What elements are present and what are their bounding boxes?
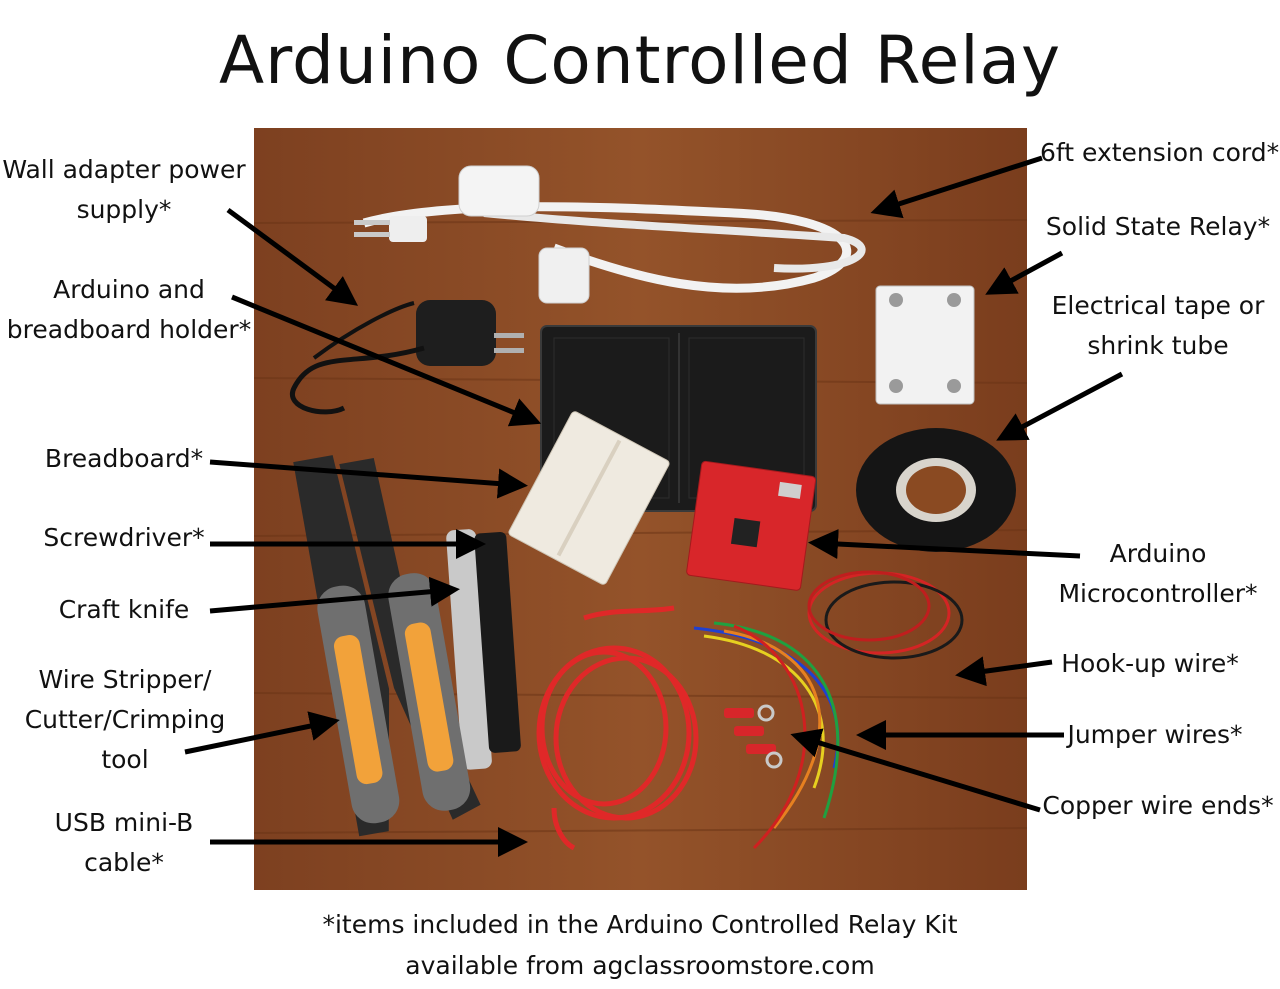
label-craft-knife: Craft knife [58, 595, 190, 624]
label-hookup-wire: Hook-up wire* [1061, 649, 1239, 678]
label-extension-cord: 6ft extension cord* [1040, 138, 1280, 167]
solid-state-relay [875, 285, 975, 405]
arrow-extension-cord [870, 155, 1043, 219]
arrow-copper-ends [790, 728, 1041, 813]
jumper-wires [693, 621, 840, 850]
arrow-wall-adapter [226, 207, 359, 306]
arrow-wire-stripper [184, 711, 340, 755]
arrow-craft-knife [209, 576, 460, 614]
label-copper-ends: Copper wire ends* [1042, 791, 1274, 820]
arrow-relay [985, 250, 1064, 295]
hookup-wire [807, 570, 964, 660]
label-jumper-wires: Jumper wires* [1067, 720, 1243, 749]
arrow-tape [996, 371, 1124, 441]
footnote: *items included in the Arduino Controlle… [322, 910, 958, 980]
arrow-holder [231, 294, 542, 427]
label-wire-stripper: Wire Stripper/ Cutter/Crimping tool [24, 665, 226, 774]
arrow-microcontroller [808, 529, 1081, 559]
wire-stripper [293, 455, 481, 837]
label-wall-adapter: Wall adapter power supply* [2, 155, 246, 224]
arrow-breadboard [209, 459, 528, 499]
label-holder: Arduino and breadboard holder* [6, 275, 252, 344]
label-breadboard: Breadboard* [44, 444, 204, 473]
copper-wire-ends [724, 704, 783, 769]
extension-cord [354, 165, 866, 304]
label-screwdriver: Screwdriver* [43, 523, 205, 552]
usb-cable [536, 605, 699, 851]
label-relay: Solid State Relay* [1045, 212, 1271, 241]
electrical-tape [856, 428, 1016, 552]
label-tape: Electrical tape or shrink tube [1051, 291, 1265, 360]
label-usb-cable: USB mini-B cable* [54, 808, 194, 877]
kit-photo [254, 128, 1027, 890]
label-microcontroller: Arduino Microcontroller* [1058, 539, 1258, 608]
breadboard [508, 411, 670, 585]
page-title: Arduino Controlled Relay [218, 22, 1062, 99]
arrow-hookup-wire [955, 656, 1053, 687]
